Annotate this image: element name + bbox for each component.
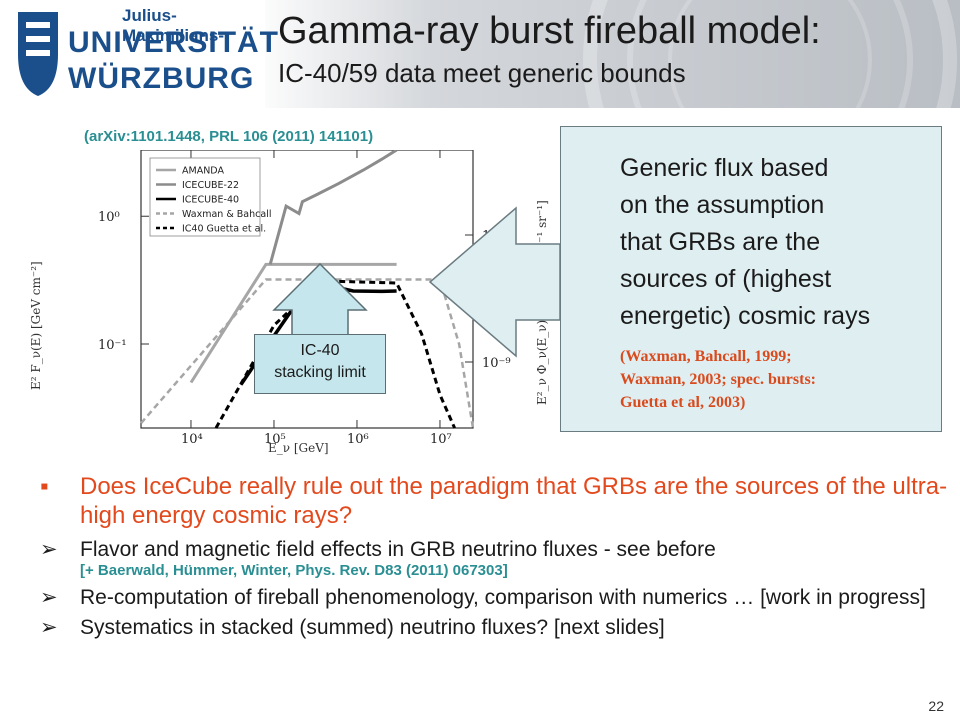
bullet-text: Systematics in stacked (summed) neutrino… [80, 616, 665, 639]
callout-arrow [428, 206, 561, 358]
y-tick-label-left: 10⁰ [98, 210, 120, 225]
page-number: 22 [928, 698, 944, 714]
slide-subtitle: IC-40/59 data meet generic bounds [278, 58, 686, 88]
arrow-bullet-icon: ➢ [40, 586, 58, 609]
bullet-subreference: [+ Baerwald, Hümmer, Winter, Phys. Rev. … [80, 562, 508, 579]
y-tick-label-left: 10⁻¹ [98, 338, 127, 353]
bullet-item: ➢ Re-computation of fireball phenomenolo… [40, 586, 950, 610]
x-tick-label: 10⁷ [430, 432, 452, 447]
y-tick-label-right: 10⁻⁹ [482, 356, 511, 371]
bullet-text: Re-computation of fireball phenomenology… [80, 586, 926, 609]
square-bullet-icon: ▪ [40, 473, 49, 500]
logo-line3: WÜRZBURG [68, 62, 255, 95]
bullet-item: ➢ Systematics in stacked (summed) neutri… [40, 616, 950, 640]
logo-line1: Julius-Maximilians- [122, 6, 225, 45]
stacking-limit-label: IC-40 stacking limit [274, 342, 366, 381]
callout-text: Generic flux based on the assumption tha… [620, 154, 871, 330]
logo-line2: UNIVERSITÄT [68, 26, 280, 59]
arrow-bullet-icon: ➢ [40, 616, 58, 639]
university-logo: Julius-Maximilians- UNIVERSITÄT WÜRZBURG [10, 0, 278, 108]
legend-label: Waxman & Bahcall [182, 209, 271, 220]
x-axis-label: E_ν [GeV] [268, 441, 329, 455]
stacking-limit-arrow [272, 262, 368, 337]
y-axis-label-left: E² F_ν(E) [GeV cm⁻²] [29, 261, 43, 390]
x-tick-label: 10⁴ [181, 432, 203, 447]
figure-citation: (arXiv:1101.1448, PRL 106 (2011) 141101) [84, 128, 374, 145]
logo-emblem-icon [18, 12, 58, 96]
x-tick-label: 10⁵ [264, 432, 286, 447]
series-line-4 [214, 279, 456, 429]
arrow-bullet-icon: ➢ [40, 538, 58, 561]
callout-box [560, 126, 942, 432]
bullet-list: ▪ Does IceCube really rule out the parad… [40, 472, 950, 646]
stacking-limit-box [254, 334, 386, 394]
legend-label: ICECUBE-22 [182, 180, 239, 191]
slide-title: Gamma-ray burst fireball model: [278, 10, 821, 52]
legend-label: IC40 Guetta et al. [182, 224, 266, 235]
x-tick-label: 10⁶ [347, 432, 369, 447]
series-line-0 [189, 262, 397, 384]
bullet-item: ▪ Does IceCube really rule out the parad… [40, 472, 950, 530]
bullet-text: Does IceCube really rule out the paradig… [80, 473, 948, 529]
legend-label: AMANDA [182, 166, 224, 177]
bullet-item: ➢ Flavor and magnetic field effects in G… [40, 538, 950, 580]
bullet-text: Flavor and magnetic field effects in GRB… [80, 538, 716, 561]
callout-reference: (Waxman, Bahcall, 1999; Waxman, 2003; sp… [620, 348, 817, 411]
legend-label: ICECUBE-40 [182, 195, 239, 206]
series-line-1 [268, 150, 398, 265]
